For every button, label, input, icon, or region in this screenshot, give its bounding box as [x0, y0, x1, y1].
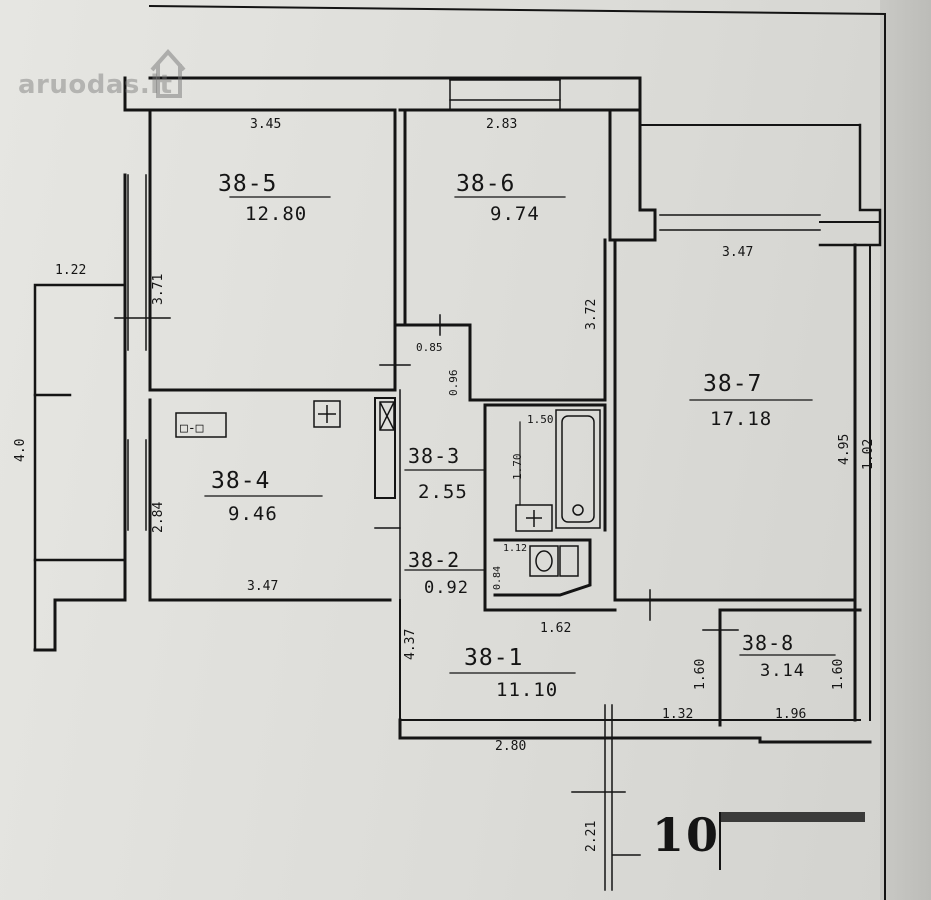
sheet-border-top: [148, 4, 887, 16]
door-marks: [374, 314, 739, 891]
dim-closet-width: 0.85: [416, 341, 443, 354]
room-38-4-area: 9.46: [228, 503, 278, 525]
windows: [127, 79, 821, 531]
room-38-5-area: 12.80: [245, 203, 308, 225]
dim-corridor-depth: 2.21: [584, 820, 599, 852]
balcony: [33, 283, 171, 652]
room-38-2-area: 0.92: [424, 578, 469, 598]
room-38-5-id: 38-5: [218, 171, 278, 197]
washbasin-icon: [515, 504, 553, 532]
vent-shaft-icon: [379, 401, 395, 431]
dim-closet-depth: 0.96: [447, 369, 460, 397]
dim-wc-width: 1.12: [503, 543, 528, 554]
room-38-2-id: 38-2: [408, 548, 461, 572]
room-38-8-id: 38-8: [742, 631, 795, 655]
floor-number: 10: [652, 808, 721, 862]
room-38-3-id: 38-3: [408, 444, 461, 468]
room-38-6-area: 9.74: [490, 203, 540, 225]
dim-r7-depth: 4.95: [837, 433, 852, 465]
dim-r8-depth-left: 1.60: [693, 658, 708, 690]
dim-r7-right-wall: 1.02: [861, 438, 876, 470]
interior-walls: [148, 108, 862, 727]
room-38-8-area: 3.14: [760, 661, 805, 681]
paper-shadow: [880, 0, 931, 900]
svg-text:□-□: □-□: [180, 421, 204, 436]
dim-hall-depth: 4.37: [403, 628, 418, 660]
dim-wc-door: 1.62: [540, 621, 572, 636]
dim-r8-depth-right: 1.60: [831, 658, 846, 690]
sink-icon: [313, 400, 341, 428]
room-38-6-id: 38-6: [456, 171, 516, 197]
dim-hall-step: 1.32: [662, 707, 694, 722]
watermark-house-icon: [150, 48, 186, 98]
room-38-4-id: 38-4: [211, 468, 271, 494]
dim-r6-width: 2.83: [486, 117, 518, 132]
dim-bath-width: 1.50: [527, 413, 554, 426]
dim-r5-width: 3.45: [250, 117, 282, 132]
toilet-icon: [529, 545, 579, 577]
dim-r5-depth: 3.71: [151, 273, 166, 305]
dim-wc-depth: 0.84: [492, 565, 503, 590]
dim-bath-depth: 1.70: [511, 453, 524, 481]
dim-r8-width: 1.96: [775, 707, 807, 722]
dim-balcony-length: 4.0: [13, 438, 28, 462]
dim-r6-depth: 3.72: [584, 298, 599, 330]
dim-r7-width: 3.47: [722, 245, 754, 260]
dimension-lines: [204, 196, 836, 674]
dim-balcony-width: 1.22: [55, 263, 87, 278]
watermark-logo: aruodas.lt: [18, 70, 173, 100]
room-38-7-area: 17.18: [710, 408, 773, 430]
room-38-3-area: 2.55: [418, 481, 468, 503]
dim-kitchen-width: 3.47: [247, 579, 279, 594]
dim-kitchen-depth: 2.84: [151, 501, 166, 533]
dim-hall-width: 2.80: [495, 739, 527, 754]
stove-icon: □-□: [175, 412, 227, 438]
room-38-7-id: 38-7: [703, 371, 763, 397]
room-38-1-id: 38-1: [464, 645, 524, 671]
floor-number-marker: [719, 812, 865, 870]
bathtub-icon: [555, 409, 601, 529]
room-38-1-area: 11.10: [496, 679, 559, 701]
exterior-walls: [33, 76, 882, 744]
